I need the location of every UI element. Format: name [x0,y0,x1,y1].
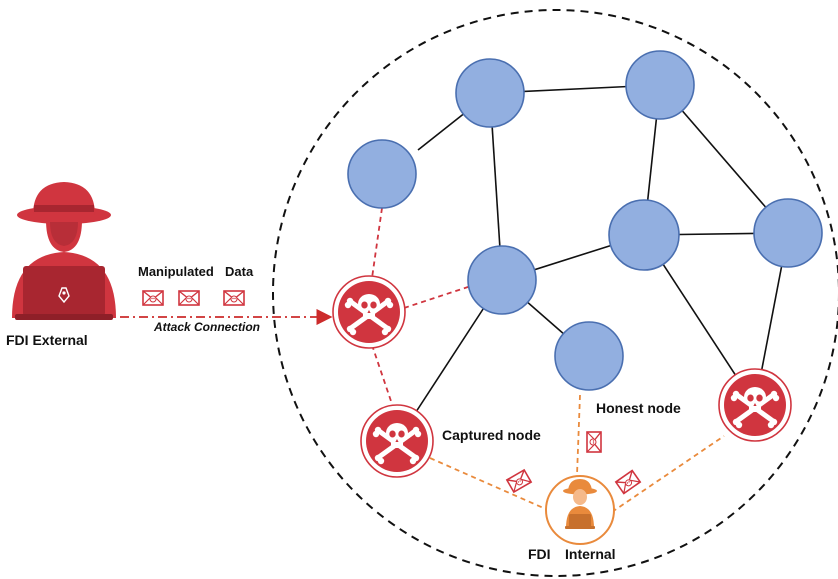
honest-node [608,199,680,271]
honest-node-label: Honest node [596,400,681,416]
attack-connection-label: Attack Connection [153,320,260,334]
manipulated-label: Manipulated [138,264,214,279]
honest-nodes [347,50,823,391]
captured-node [718,368,792,442]
honest-node [625,50,695,120]
captured-links [371,207,475,408]
envelope-icon [142,290,164,306]
honest-node [455,58,525,128]
data-label: Data [225,264,254,279]
hacker-with-laptop-icon [12,182,116,320]
fdi-internal-label-a: FDI [528,546,551,562]
external-attacker [12,182,116,320]
envelope-icon [223,290,245,306]
honest-node [467,245,537,315]
envelope-icon [614,469,642,495]
internal-attacker-node [545,475,615,545]
envelope-icon [586,431,602,453]
fdi-internal-label-b: Internal [565,546,616,562]
captured-node [332,275,406,349]
captured-node-label: Captured node [442,427,541,443]
network-boundary [272,9,838,577]
envelope-icon [178,290,200,306]
honest-node [554,321,624,391]
honest-node [347,139,417,209]
envelope-icon [506,469,532,493]
internal-links [429,394,725,513]
hacker-with-laptop-icon [563,479,597,529]
honest-node [753,198,823,268]
fdi-external-label: FDI External [6,332,88,348]
captured-node [360,404,434,478]
